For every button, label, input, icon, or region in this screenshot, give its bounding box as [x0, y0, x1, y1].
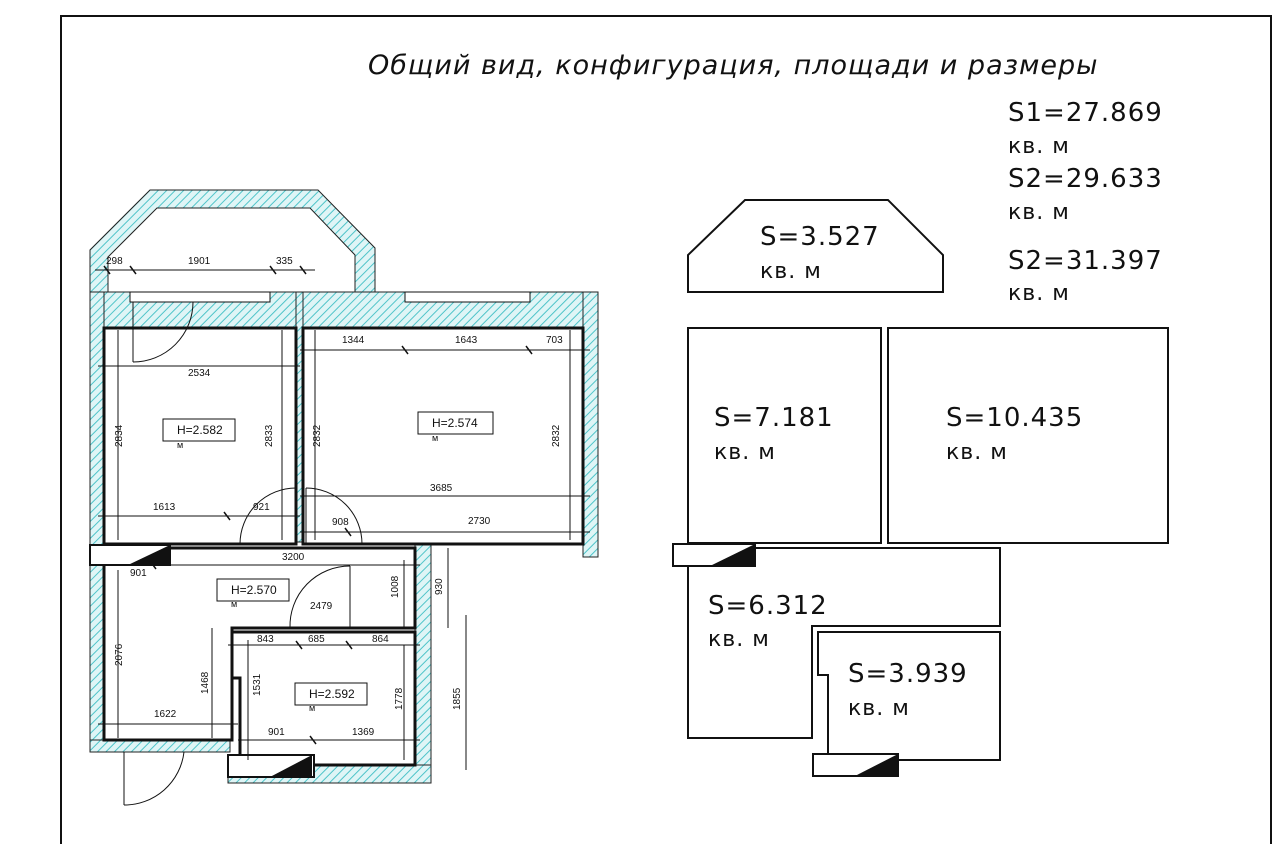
svg-text:1901: 1901: [188, 256, 211, 267]
door-balcony: [132, 301, 194, 363]
vent-block-hall-schematic: [672, 543, 756, 567]
area-balcony-unit: кв. м: [760, 259, 822, 284]
area-schematic: S=3.527 кв. м S=7.181 кв. м S=10.435 кв.…: [672, 199, 1169, 777]
area-room-left: S=7.181: [714, 403, 834, 433]
svg-text:H=2.592: H=2.592: [309, 687, 355, 701]
height-label-room-right: H=2.574 м: [417, 411, 494, 443]
total-s2-unit: кв. м: [1008, 200, 1070, 225]
total-s1: S1=27.869: [1008, 98, 1163, 128]
svg-text:921: 921: [253, 502, 270, 513]
svg-text:2076: 2076: [114, 643, 125, 666]
page-title: Общий вид, конфигурация, площади и разме…: [368, 50, 1098, 81]
height-label-room-left: H=2.582 м: [162, 418, 236, 450]
area-shape-room-left: [687, 327, 882, 544]
svg-text:1344: 1344: [342, 335, 365, 346]
svg-text:м: м: [432, 433, 438, 443]
area-hall-unit: кв. м: [708, 627, 770, 652]
svg-text:H=2.570: H=2.570: [231, 583, 277, 597]
window-balcony: [129, 291, 271, 303]
balcony-wall: [89, 189, 376, 293]
svg-text:1855: 1855: [452, 687, 463, 710]
vent-block-hall: [89, 544, 171, 566]
area-shape-room-right: [887, 327, 1169, 544]
svg-text:2833: 2833: [264, 424, 275, 447]
svg-text:H=2.574: H=2.574: [432, 416, 478, 430]
svg-text:1531: 1531: [252, 673, 263, 696]
svg-text:685: 685: [308, 634, 325, 645]
vent-block-bath-schematic: [812, 753, 899, 777]
total-s3-unit: кв. м: [1008, 281, 1070, 306]
window-room-right: [404, 291, 531, 303]
total-s3: S2=31.397: [1008, 246, 1163, 276]
svg-text:864: 864: [372, 634, 389, 645]
room-right-outline: [301, 326, 585, 546]
area-shape-balcony: [687, 199, 944, 293]
dimension-lines: [95, 269, 590, 770]
svg-text:1613: 1613: [153, 502, 176, 513]
wall-lower-right: [414, 544, 432, 784]
svg-text:2534: 2534: [188, 368, 211, 379]
svg-text:2834: 2834: [114, 424, 125, 447]
door-entrance: [123, 751, 185, 806]
area-room-left-unit: кв. м: [714, 440, 776, 465]
total-s1-unit: кв. м: [1008, 134, 1070, 159]
hall-outline: [102, 546, 417, 742]
height-label-bath: H=2.592 м: [294, 682, 368, 713]
svg-text:2479: 2479: [310, 601, 333, 612]
total-s2: S2=29.633: [1008, 164, 1163, 194]
svg-text:2832: 2832: [551, 424, 562, 447]
svg-text:3200: 3200: [282, 552, 305, 563]
svg-text:H=2.582: H=2.582: [177, 423, 223, 437]
area-balcony: S=3.527: [760, 222, 880, 252]
svg-text:335: 335: [276, 256, 293, 267]
svg-text:843: 843: [257, 634, 274, 645]
svg-text:1369: 1369: [352, 727, 375, 738]
dimension-labels: 298 1901 335 1344 1643 703 2534 2834 283…: [106, 256, 563, 738]
area-hall: S=6.312: [708, 591, 828, 621]
dimension-ticks: [103, 265, 533, 745]
area-shape-hall: [687, 547, 1001, 739]
area-room-right: S=10.435: [946, 403, 1083, 433]
svg-text:м: м: [309, 703, 315, 713]
svg-text:1778: 1778: [394, 687, 405, 710]
wall-left: [89, 291, 105, 753]
detailed-plan: H=2.582 м H=2.574 м H=2.570 м H=2.592 м: [89, 189, 599, 806]
svg-text:1008: 1008: [390, 575, 401, 598]
area-room-right-unit: кв. м: [946, 440, 1008, 465]
door-bath: [289, 565, 351, 629]
area-totals: S1=27.869 кв. м S2=29.633 кв. м S2=31.39…: [1008, 98, 1163, 306]
vent-block-bath: [227, 754, 315, 778]
area-bath-unit: кв. м: [848, 696, 910, 721]
wall-right: [582, 291, 599, 558]
sheet-border: [60, 15, 1272, 844]
wall-bottom-left: [89, 739, 231, 753]
svg-text:901: 901: [130, 568, 147, 579]
svg-text:1622: 1622: [154, 709, 177, 720]
door-room-right: [305, 487, 363, 545]
area-bath: S=3.939: [848, 659, 968, 689]
svg-text:703: 703: [546, 335, 563, 346]
svg-text:1643: 1643: [455, 335, 478, 346]
svg-text:908: 908: [332, 517, 349, 528]
svg-text:298: 298: [106, 256, 123, 267]
svg-text:м: м: [177, 440, 183, 450]
svg-text:1468: 1468: [200, 671, 211, 694]
svg-text:2730: 2730: [468, 516, 491, 527]
svg-text:2832: 2832: [312, 424, 323, 447]
height-label-hall: H=2.570 м: [216, 578, 290, 609]
svg-text:930: 930: [434, 578, 445, 595]
svg-text:3685: 3685: [430, 483, 453, 494]
svg-text:901: 901: [268, 727, 285, 738]
svg-text:м: м: [231, 599, 237, 609]
